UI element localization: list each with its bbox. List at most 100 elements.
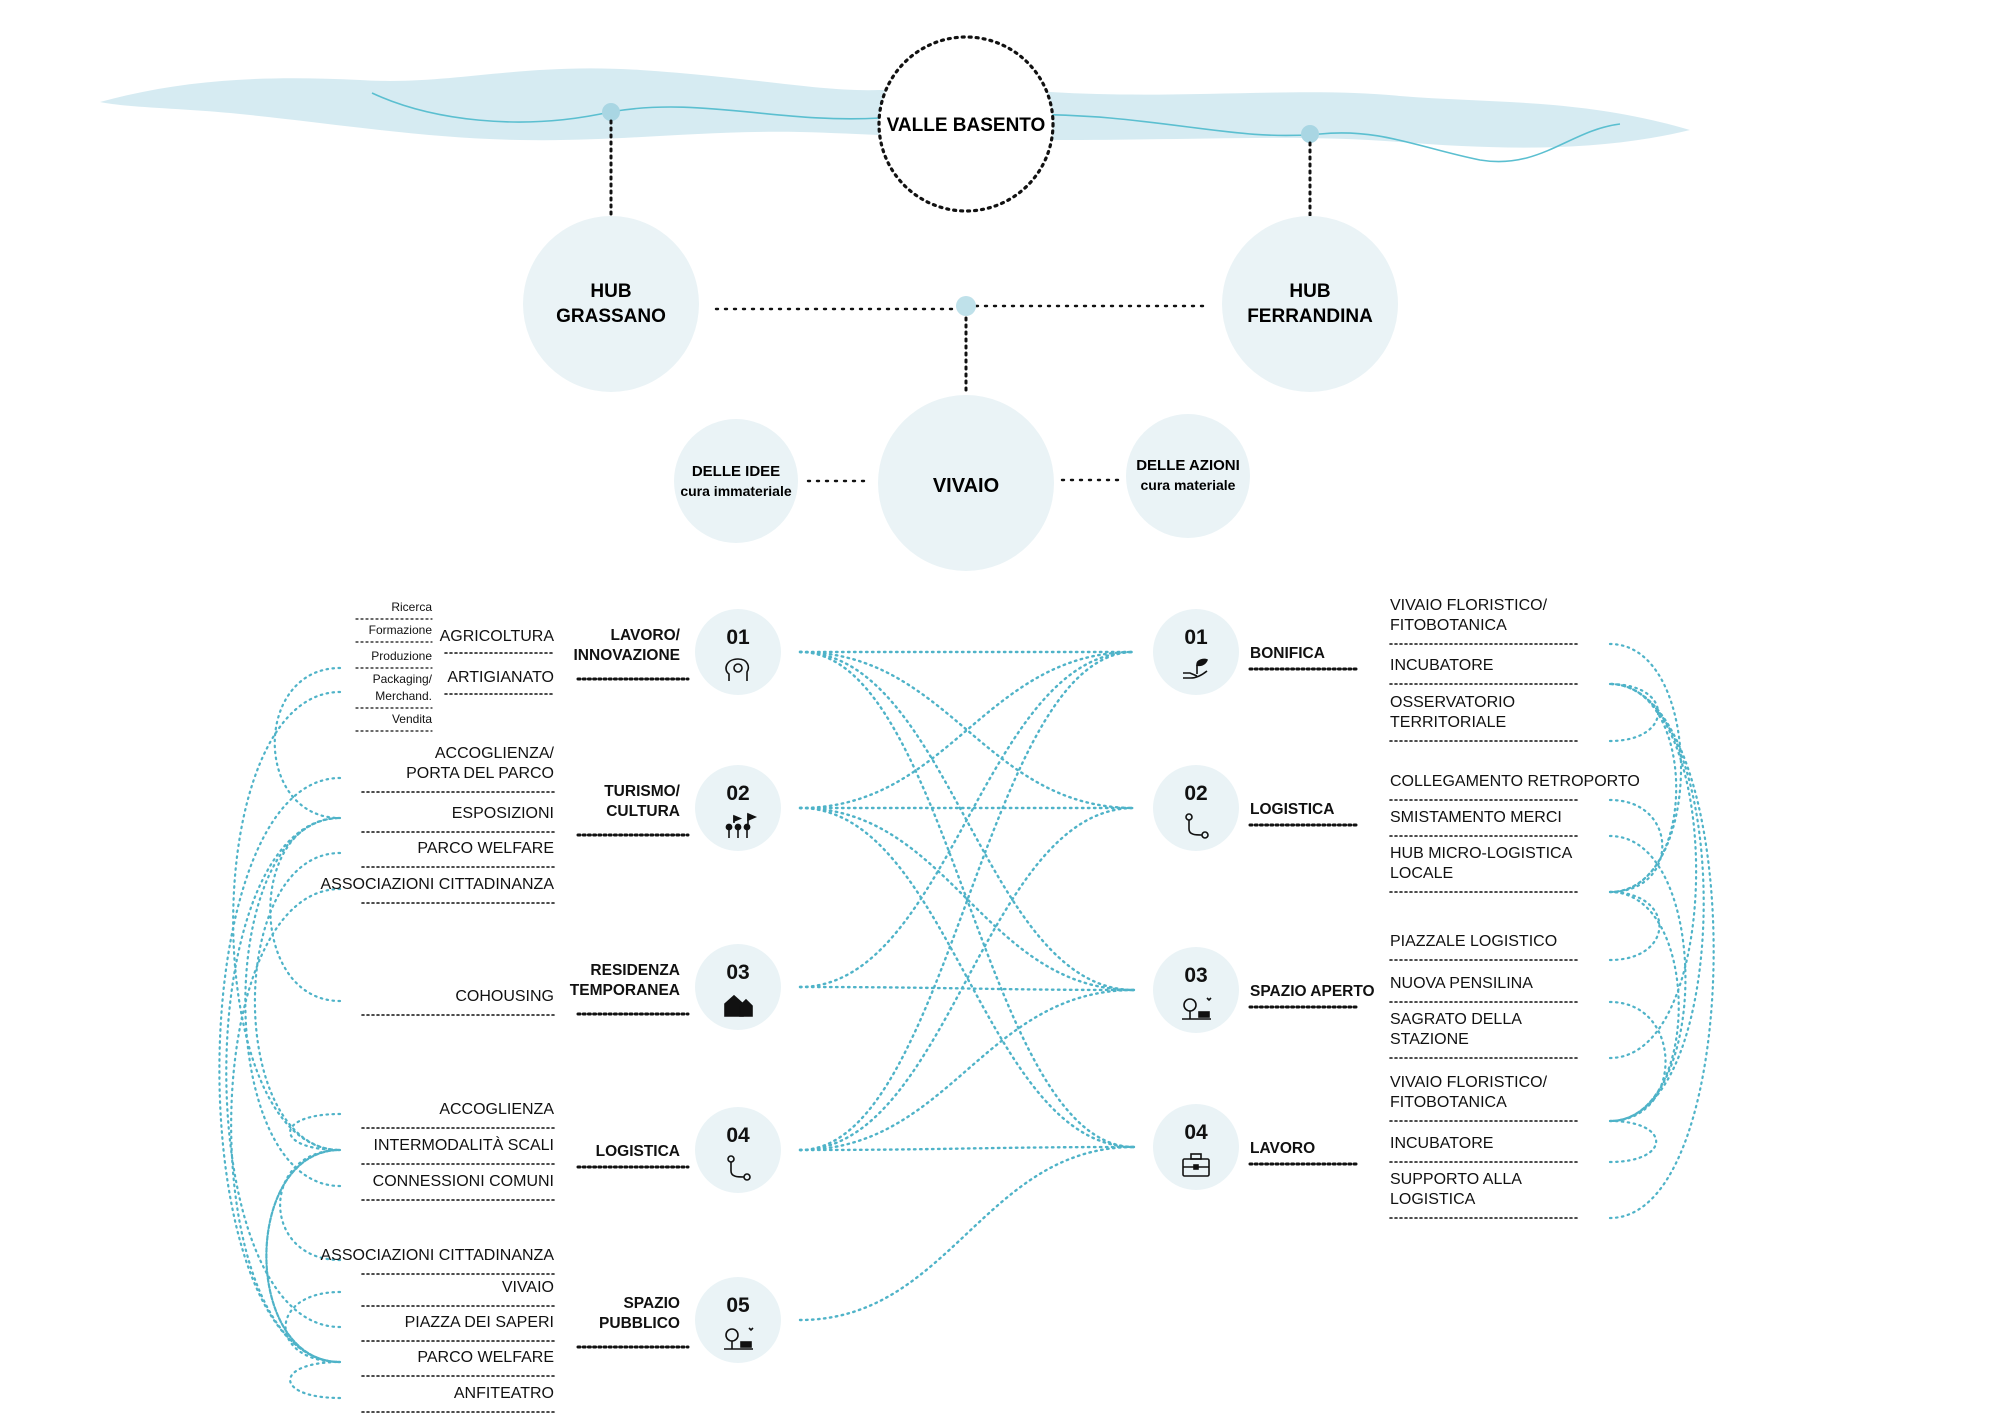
item-label: ARTIGIANATO — [447, 669, 554, 686]
left-arc — [273, 666, 342, 820]
right-arc — [1608, 682, 1698, 1060]
side-arcs — [218, 642, 1715, 1400]
right-arc — [1608, 682, 1715, 1220]
item-label: INTERMODALITÀ SCALI — [374, 1135, 554, 1154]
node-title: CULTURA — [606, 803, 680, 820]
item-label: LOGISTICA — [1390, 1191, 1476, 1208]
item-label: SAGRATO DELLA — [1390, 1011, 1522, 1028]
item-label: LOCALE — [1390, 865, 1453, 882]
item-label: PARCO WELFARE — [417, 840, 554, 857]
right-arc — [1608, 890, 1661, 962]
item-label: SMISTAMENTO MERCI — [1390, 809, 1562, 826]
azioni-title: DELLE AZIONI — [1136, 457, 1240, 474]
subitem-label: Packaging/ — [373, 672, 433, 686]
item-label: HUB MICRO-LOGISTICA — [1390, 845, 1573, 862]
item-label: PIAZZALE LOGISTICO — [1390, 933, 1557, 950]
node-bubble — [695, 609, 781, 695]
node-title: SPAZIO APERTO — [1250, 983, 1375, 1000]
link-1-3 — [798, 650, 1136, 992]
item-label: ASSOCIAZIONI CITTADINANZA — [321, 876, 555, 893]
link-4-1 — [798, 650, 1136, 1152]
valle-basento-label: VALLE BASENTO — [887, 115, 1046, 136]
left-arc — [289, 1360, 342, 1400]
node-number: 01 — [1184, 626, 1208, 649]
node-bubble — [695, 1107, 781, 1193]
valle-basento-circle — [877, 35, 1055, 213]
item-label: FITOBOTANICA — [1390, 1094, 1507, 1111]
node-number: 04 — [1184, 1121, 1208, 1144]
node-title: RESIDENZA — [590, 962, 680, 979]
hub-junction-dot — [956, 296, 976, 316]
item-label: FITOBOTANICA — [1390, 617, 1507, 634]
right-arc — [1608, 1000, 1667, 1123]
link-2-1 — [798, 650, 1136, 810]
hub-grassano-label-2: GRASSANO — [556, 306, 666, 327]
node-bubble — [1153, 609, 1239, 695]
left-arc — [289, 1112, 342, 1152]
node-bubble — [695, 765, 781, 851]
left-arc — [244, 816, 342, 1188]
link-1-4 — [798, 650, 1136, 1149]
top-structure: VALLE BASENTO HUB GRASSANO HUB FERRANDIN… — [523, 35, 1398, 571]
left-subitems: RicercaFormazioneProduzionePackaging/Mer… — [355, 600, 433, 732]
node-number: 04 — [726, 1124, 750, 1147]
subitem-label: Produzione — [371, 649, 432, 663]
right-arc — [1608, 1119, 1657, 1164]
item-label: CONNESSIONI COMUNI — [373, 1173, 554, 1190]
link-5-4 — [798, 1145, 1136, 1322]
node-number: 03 — [1184, 964, 1207, 987]
node-bubble — [1153, 1104, 1239, 1190]
item-label: COHOUSING — [455, 988, 554, 1005]
node-bubble — [695, 1277, 781, 1363]
hub-grassano-bubble — [523, 216, 699, 392]
azioni-subtitle: cura materiale — [1141, 477, 1236, 493]
node-bubble — [1153, 947, 1239, 1033]
hand-plant-icon — [1183, 658, 1209, 679]
vivaio-label: VIVAIO — [933, 475, 999, 497]
subitem-label: Vendita — [392, 712, 432, 726]
left-arc — [230, 887, 342, 1364]
right-arc — [1608, 798, 1664, 894]
left-arc — [225, 816, 342, 1329]
item-label: VIVAIO FLORISTICO/ — [1390, 1074, 1548, 1091]
node-title: LAVORO/ — [611, 627, 681, 644]
item-label: NUOVA PENSILINA — [1390, 975, 1533, 992]
tree-bench-icon — [1182, 997, 1212, 1020]
item-label: PARCO WELFARE — [417, 1349, 554, 1366]
node-bubble — [695, 944, 781, 1030]
node-title: SPAZIO — [623, 1295, 680, 1312]
item-label: VIVAIO — [502, 1279, 554, 1296]
left-arc — [279, 1148, 342, 1262]
vivaio-bubble — [878, 395, 1054, 571]
right-arc — [1608, 682, 1660, 743]
node-columns: 01LAVORO/INNOVAZIONEAGRICOLTURAARTIGIANA… — [321, 597, 1640, 1413]
node-title: TURISMO/ — [604, 783, 680, 800]
hub-ferrandina-label-1: HUB — [1289, 281, 1330, 302]
right-arc — [1608, 642, 1682, 894]
item-label: VIVAIO FLORISTICO/ — [1390, 597, 1548, 614]
item-label: ANFITEATRO — [454, 1385, 554, 1402]
node-number: 01 — [726, 626, 750, 649]
item-label: INCUBATORE — [1390, 1135, 1493, 1152]
people-flag-icon — [725, 812, 758, 838]
left-node-01: 01LAVORO/INNOVAZIONEAGRICOLTURAARTIGIANA… — [440, 609, 781, 695]
item-label: ACCOGLIENZA/ — [435, 745, 555, 762]
link-4-4 — [798, 1145, 1136, 1152]
subitem-label: Formazione — [369, 623, 433, 637]
node-bubble — [1153, 765, 1239, 851]
item-label: SUPPORTO ALLA — [1390, 1171, 1522, 1188]
node-title: LOGISTICA — [596, 1143, 680, 1160]
hub-grassano-label-1: HUB — [590, 281, 631, 302]
left-arc — [232, 690, 342, 1152]
item-label: ESPOSIZIONI — [452, 805, 554, 822]
link-4-2 — [798, 806, 1136, 1152]
item-label: AGRICOLTURA — [440, 628, 555, 645]
